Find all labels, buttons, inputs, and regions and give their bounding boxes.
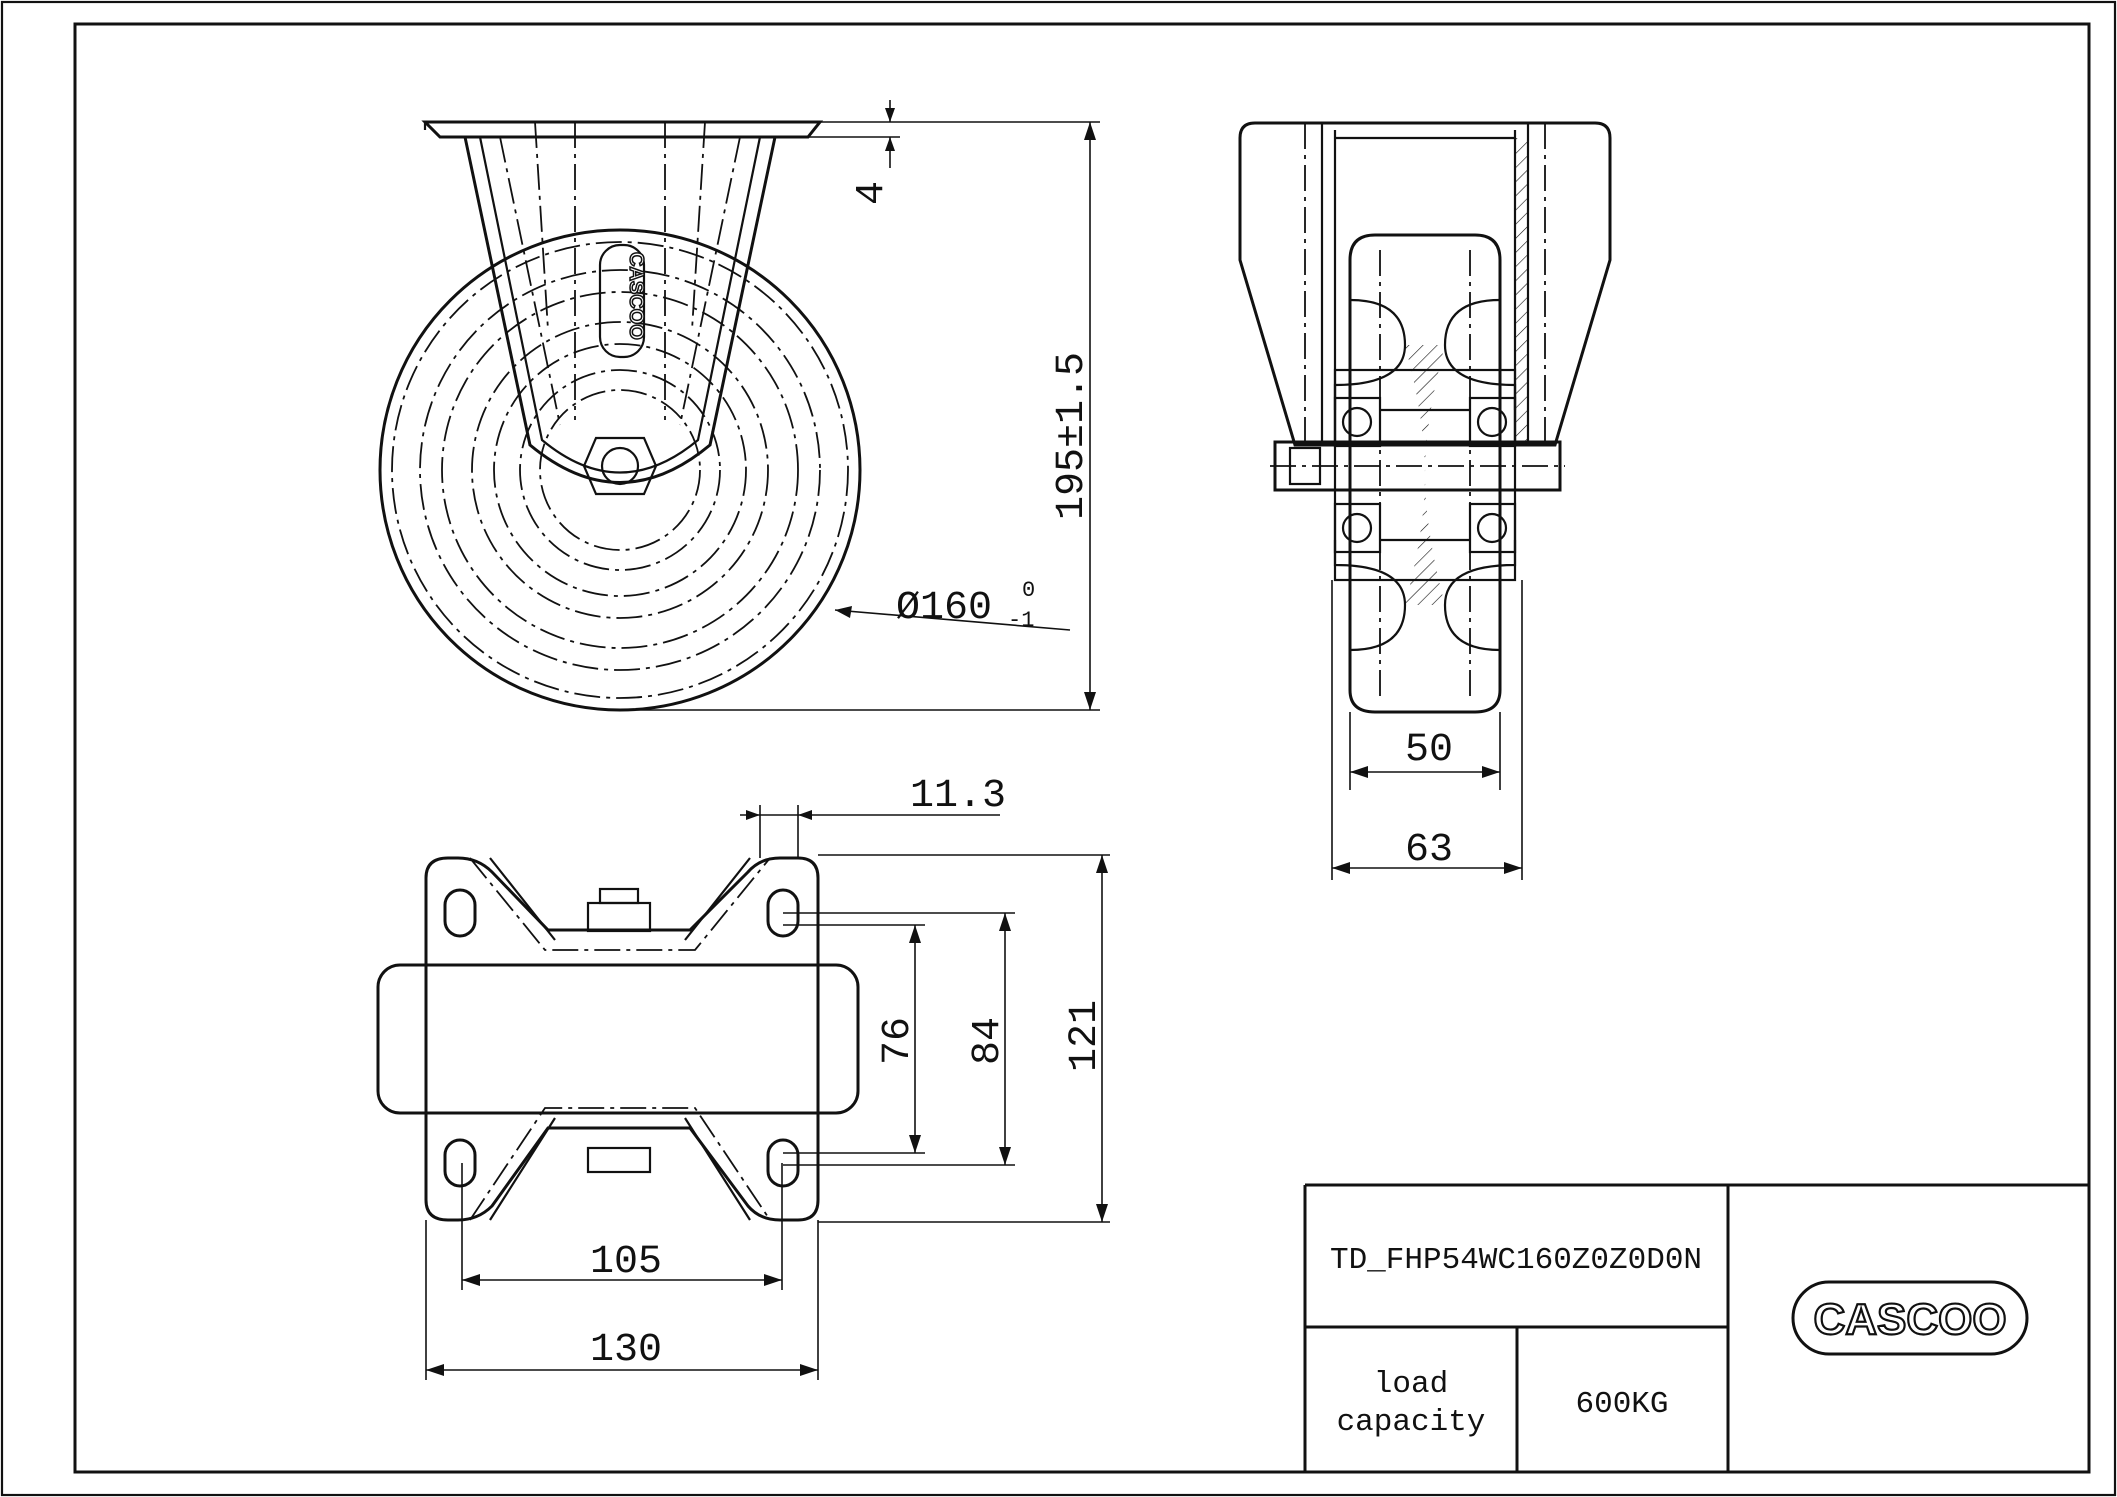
dim-hole-offset: 11.3: [910, 774, 1006, 819]
dim-wheel-tol-lower: -1: [1008, 608, 1034, 633]
side-wheel: [1348, 233, 1502, 714]
side-view-dimensions: 50 63: [1331, 580, 1523, 880]
dim-wheel-diameter: Ø160: [896, 586, 992, 631]
part-number: TD_FHP54WC160Z0Z0D0N: [1330, 1243, 1702, 1278]
load-label-line1: load: [1374, 1367, 1448, 1402]
dim-plate-thickness: 4: [850, 181, 895, 205]
fork-logo-icon: [598, 243, 646, 359]
brand-logo-icon: [1791, 1280, 2029, 1356]
dim-overall-height: 195±1.5: [1050, 352, 1095, 520]
dim-wheel-tol-upper: 0: [1022, 578, 1035, 603]
side-view: [1238, 121, 1612, 714]
bearing-icon: [1333, 502, 1382, 554]
bearing-icon: [1333, 396, 1382, 448]
mounting-hole-icon: [443, 1138, 477, 1188]
svg-text:CASCOO: CASCOO: [625, 252, 647, 340]
bottom-nut: [586, 1146, 652, 1174]
plan-view: [376, 856, 860, 1222]
mounting-hole-icon: [766, 1138, 800, 1188]
mounting-hole-icon: [443, 888, 477, 938]
drawing-frame: [73, 22, 2091, 1474]
side-fork: [1238, 121, 1612, 447]
top-nut: [586, 901, 652, 933]
load-value: 600KG: [1575, 1387, 1668, 1422]
dim-hole-spacing-inner: 76: [876, 1017, 921, 1065]
dim-plate-length: 121: [1063, 1000, 1108, 1072]
load-label-line2: capacity: [1337, 1405, 1486, 1440]
dim-wheel-width: 50: [1405, 728, 1453, 773]
plan-wheel: [376, 963, 860, 1115]
dim-hole-spacing-x: 105: [590, 1240, 662, 1285]
front-view: CASCOO: [378, 120, 862, 712]
brand-name: CASCOO: [1813, 1295, 2006, 1344]
axle-nut: [582, 436, 658, 496]
plan-view-dimensions: 11.3 76 84 121 105 130: [425, 774, 1110, 1380]
top-plate: [421, 120, 824, 139]
dim-hole-spacing: 84: [966, 1017, 1011, 1065]
dim-plate-width: 130: [590, 1328, 662, 1373]
dim-hub-width: 63: [1405, 828, 1453, 873]
bearing-icon: [1468, 396, 1517, 448]
front-view-dimensions: 4 195±1.5 Ø160 0 -1: [620, 100, 1100, 711]
wheel-outline: [378, 228, 862, 712]
bearing-icon: [1468, 502, 1517, 554]
title-block: TD_FHP54WC160Z0Z0D0N load capacity 600KG…: [1303, 1183, 2089, 1472]
mounting-plate: [424, 856, 820, 1222]
